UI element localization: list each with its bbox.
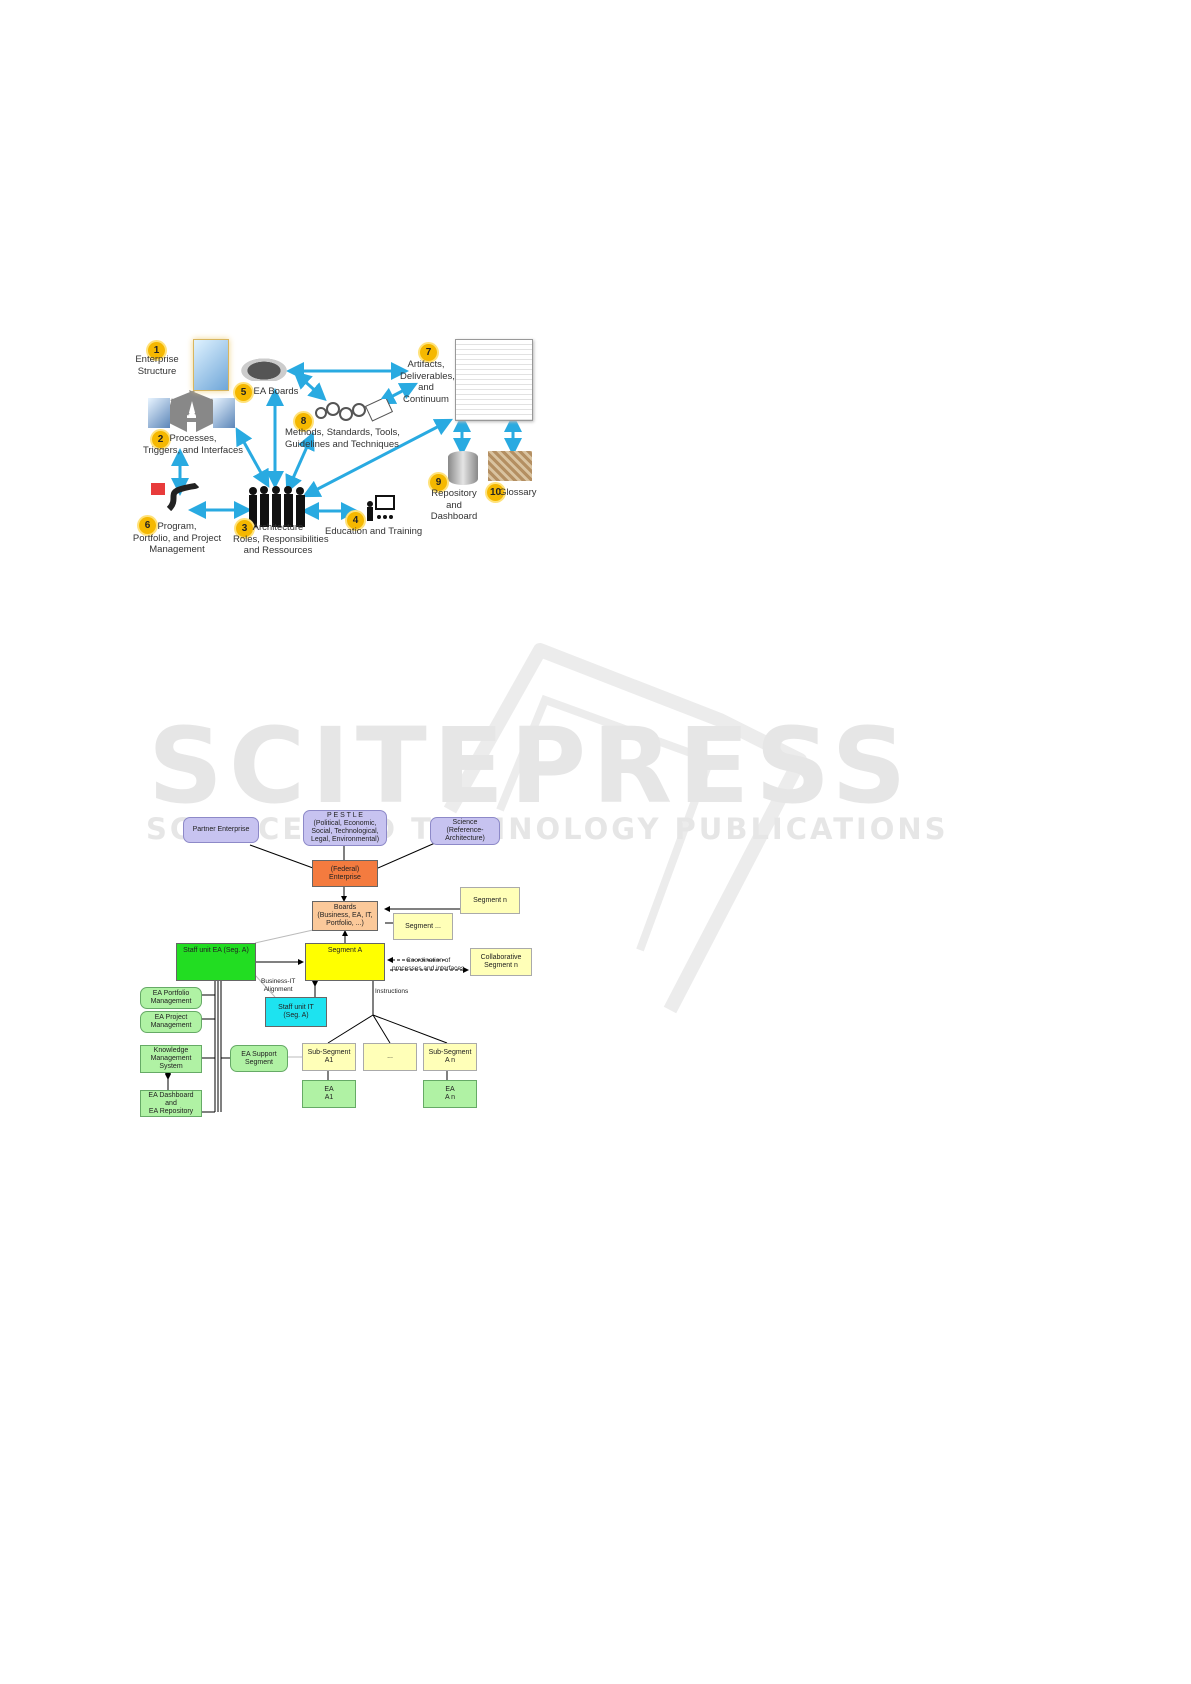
sub-segment-dots-box: ... — [363, 1043, 417, 1071]
federal-enterprise-box: (Federal) Enterprise — [312, 860, 378, 887]
box-label: Staff unit IT (Seg. A) — [278, 1004, 314, 1019]
node-methods: Methods, Standards, Tools, Guidelines an… — [285, 427, 400, 450]
sub-segment-a1-box: Sub-Segment A1 — [302, 1043, 356, 1071]
partner-enterprise-box: Partner Enterprise — [183, 817, 259, 843]
glossary-icon — [488, 451, 532, 481]
box-label: Knowledge Management System — [150, 1047, 192, 1070]
badge-8: 8 — [295, 413, 312, 430]
figure-2: Partner Enterprise P E S T L E (Politica… — [135, 805, 535, 1120]
badge-3: 3 — [236, 520, 253, 537]
staff-unit-ea-box: Staff unit EA (Seg. A) — [176, 943, 256, 981]
badge-10: 10 — [487, 484, 504, 501]
sub-segment-an-box: Sub-Segment A n — [423, 1043, 477, 1071]
coordination-label: Coordination of processes and interfaces — [392, 957, 465, 972]
box-label: EA Project Management — [150, 1014, 192, 1029]
watermark-logo — [443, 643, 807, 1014]
box-label: Sub-Segment A1 — [307, 1049, 351, 1064]
figure-1: 1 Enterprise Structure 2 Processes, Trig… — [132, 335, 540, 560]
road-icon — [151, 482, 200, 512]
people-silhouette-icon — [247, 485, 309, 527]
watermark-tagline: SCIENCE AND TECHNOLOGY PUBLICATIONS — [146, 812, 949, 846]
node-education: Education and Training — [325, 526, 423, 537]
staff-unit-it-box: Staff unit IT (Seg. A) — [265, 997, 327, 1027]
node-repository: Repository and Dashboard — [430, 488, 478, 522]
box-label: ... — [387, 1053, 393, 1060]
node-architecture: Architecture Roles, Responsibilities and… — [233, 522, 329, 556]
ea-an-box: EA A n — [423, 1080, 477, 1108]
fig1-arrows — [163, 362, 522, 520]
watermark-brand: SCITEPRESS — [148, 705, 913, 827]
enterprise-building-icon — [193, 339, 229, 391]
node-artifacts: Artifacts, Deliverables, and Continuum — [400, 359, 455, 405]
node-enterprise-structure: Enterprise Structure — [135, 354, 179, 377]
boardroom-icon — [235, 355, 293, 381]
box-label: Boards (Business, EA, IT, Portfolio, ...… — [317, 904, 373, 927]
box-label: Segment A — [327, 947, 363, 954]
ea-portfolio-box: EA Portfolio Management — [140, 987, 202, 1009]
instructions-label: Instructions — [375, 988, 409, 995]
box-label: (Federal) Enterprise — [329, 865, 361, 881]
ea-support-segment-box: EA Support Segment — [230, 1045, 288, 1072]
box-label: Sub-Segment A n — [428, 1049, 472, 1064]
segment-a-box: Segment A — [305, 943, 385, 981]
science-box: Science (Reference- Architecture) — [430, 817, 500, 845]
node-glossary: Glossary — [499, 487, 537, 498]
box-label: EA Portfolio Management — [150, 990, 192, 1005]
badge-5: 5 — [235, 384, 252, 401]
gears-icon — [313, 396, 394, 425]
node-program: Program, Portfolio, and Project Manageme… — [132, 521, 222, 555]
business-it-alignment-label: Business-IT Alignment — [261, 978, 296, 993]
knowledge-management-box: Knowledge Management System — [140, 1045, 202, 1073]
ea-project-box: EA Project Management — [140, 1011, 202, 1033]
box-label: P E S T L E (Political, Economic, Social… — [310, 812, 380, 843]
box-label: EA Dashboard and EA Repository — [148, 1091, 194, 1115]
badge-6: 6 — [139, 517, 156, 534]
database-icon — [448, 451, 478, 485]
pestle-box: P E S T L E (Political, Economic, Social… — [303, 810, 387, 846]
box-label: Segment n — [473, 896, 507, 904]
segment-dots-box: Segment ... — [393, 913, 453, 940]
box-label: Collaborative Segment n — [480, 954, 522, 969]
box-label: EA Support Segment — [241, 1050, 277, 1066]
node-processes: Processes, Triggers, and Interfaces — [143, 433, 243, 456]
box-label: EA A n — [444, 1086, 456, 1101]
badge-2: 2 — [152, 431, 169, 448]
badge-9: 9 — [430, 474, 447, 491]
teacher-icon — [365, 495, 395, 523]
boards-box: Boards (Business, EA, IT, Portfolio, ...… — [312, 901, 378, 931]
building-icon — [148, 398, 170, 428]
collaborative-segment-box: Collaborative Segment n — [470, 948, 532, 976]
artifacts-document-icon — [455, 339, 533, 421]
node-ea-boards: EA Boards — [253, 386, 299, 397]
box-label: Segment ... — [405, 922, 441, 930]
ea-a1-box: EA A1 — [302, 1080, 356, 1108]
building-icon — [213, 398, 235, 428]
segment-n-box: Segment n — [460, 887, 520, 914]
ea-dashboard-box: EA Dashboard and EA Repository — [140, 1090, 202, 1117]
badge-1: 1 — [148, 342, 165, 359]
badge-4: 4 — [347, 512, 364, 529]
fig2-connectors — [165, 842, 469, 1113]
box-label: EA A1 — [324, 1086, 334, 1101]
badge-7: 7 — [420, 344, 437, 361]
box-label: Partner Enterprise — [192, 826, 250, 833]
box-label: Science (Reference- Architecture) — [445, 819, 485, 842]
box-label: Staff unit EA (Seg. A) — [183, 947, 249, 954]
